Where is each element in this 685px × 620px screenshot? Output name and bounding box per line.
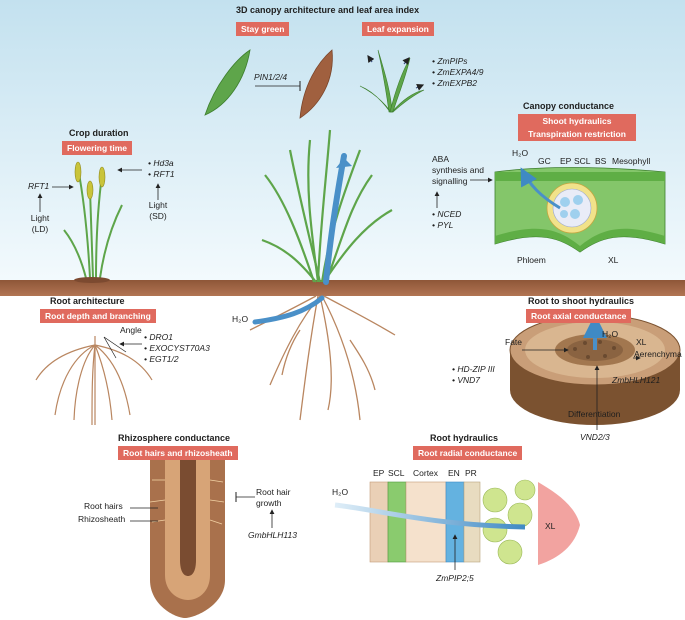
gc-label: GC <box>538 156 551 166</box>
crop-duration-title: Crop duration <box>69 128 129 138</box>
light-sd-line-1: Light <box>148 200 168 210</box>
bs-label: BS <box>595 156 607 166</box>
root-hairs-label: Root hairs <box>84 501 123 511</box>
rft1-right-label: • RFT1 <box>148 169 175 179</box>
exocyst-label: • EXOCYST70A3 <box>144 343 210 353</box>
leaf-cross-section-icon <box>494 167 666 253</box>
root-to-shoot-title: Root to shoot hydraulics <box>528 296 635 306</box>
cortex-label: Cortex <box>413 468 439 478</box>
root-tip-icon <box>149 458 225 618</box>
soil-band <box>0 280 685 296</box>
root-hair-growth-2: growth <box>256 498 282 508</box>
dro1-label: • DRO1 <box>144 332 173 342</box>
pyl-label: • PYL <box>432 220 454 230</box>
flowering-plant-icon <box>63 161 123 283</box>
senescent-leaf-icon <box>299 49 333 119</box>
light-ld-line-2: (LD) <box>31 224 49 234</box>
header-title: 3D canopy architecture and leaf area ind… <box>236 5 420 15</box>
leaf-expansion-badge: Leaf expansion <box>362 22 434 37</box>
vnd23-label: VND2/3 <box>580 432 610 442</box>
canopy-gene-3: • ZmEXPB2 <box>432 78 478 88</box>
angle-line-2 <box>103 336 117 359</box>
leaf-h2o-label: H₂O <box>512 148 529 158</box>
shoot-hydraulics-badge: Shoot hydraulics <box>518 114 636 129</box>
light-sd-line-2: (SD) <box>149 211 167 221</box>
root-system-icon <box>249 295 396 421</box>
maize-plant-icon <box>261 129 393 285</box>
root-hydraulics-title: Root hydraulics <box>430 433 499 443</box>
leaf-water-flow <box>520 167 561 210</box>
light-ld-line-1: Light <box>30 213 50 223</box>
en-label: EN <box>448 468 460 478</box>
root-hair-growth-1: Root hair <box>256 487 291 497</box>
angle-label: Angle <box>120 325 142 335</box>
root-depth-badge: Root depth and branching <box>40 309 156 324</box>
pin-gene-label: PIN1/2/4 <box>254 72 288 82</box>
zmpip-label: ZmPIP2;5 <box>436 573 474 583</box>
phloem-label: Phloem <box>517 255 546 265</box>
aba-line-1: ABA <box>432 154 450 164</box>
ep-root-label: EP <box>373 468 385 478</box>
aba-line-3: signalling <box>432 176 468 186</box>
rft1-left-label: RFT1 <box>28 181 50 191</box>
expansion-arrows <box>367 55 425 91</box>
gmbhlh-label: GmbHLH113 <box>248 530 297 540</box>
egt-label: • EGT1/2 <box>144 354 179 364</box>
scl-label: SCL <box>574 156 591 166</box>
aerenchyma-label: Aerenchyma <box>634 349 682 359</box>
center-h2o-label: H₂O <box>232 314 249 324</box>
stay-green-badge: Stay green <box>236 22 290 37</box>
root-hairs-badge: Root hairs and rhizosheath <box>118 446 238 461</box>
root-architecture-icon <box>35 336 153 426</box>
axial-h2o-label: H₂O <box>602 329 619 339</box>
radial-h2o-label: H₂O <box>332 487 349 497</box>
radial-conductance-badge: Root radial conductance <box>413 446 523 461</box>
canopy-gene-2: • ZmEXPA4/9 <box>432 67 484 77</box>
pr-label: PR <box>465 468 477 478</box>
xl-leaf-label: XL <box>608 255 619 265</box>
green-leaf-icon <box>204 49 251 116</box>
rhizosphere-title: Rhizosphere conductance <box>118 433 231 443</box>
angle-line-1 <box>103 336 127 353</box>
vnd7-label: • VND7 <box>452 375 481 385</box>
fate-label: Fate <box>505 337 523 347</box>
differentiation-label: Differentiation <box>568 409 621 419</box>
xl-root-label: XL <box>636 337 647 347</box>
flowering-time-badge: Flowering time <box>62 141 132 156</box>
ep-label: EP <box>560 156 572 166</box>
aba-line-2: synthesis and <box>432 165 484 175</box>
scl-root-label: SCL <box>388 468 405 478</box>
hdzip-label: • HD-ZIP III <box>452 364 495 374</box>
xl-tissue-label: XL <box>545 521 556 531</box>
canopy-conductance-title: Canopy conductance <box>523 101 615 111</box>
root-architecture-title: Root architecture <box>50 296 125 306</box>
rhizosheath-label: Rhizosheath <box>78 514 126 524</box>
hd3a-label: • Hd3a <box>148 158 174 168</box>
canopy-gene-1: • ZmPIPs <box>432 56 468 66</box>
transpiration-badge: Transpiration restriction <box>518 127 636 142</box>
axial-conductance-badge: Root axial conductance <box>526 309 632 324</box>
nced-label: • NCED <box>432 209 462 219</box>
root-water-flow <box>252 295 325 325</box>
mesophyll-label: Mesophyll <box>612 156 651 166</box>
radial-water-flow <box>334 502 526 530</box>
zmbhlh-label: ZmbHLH121 <box>612 375 661 385</box>
